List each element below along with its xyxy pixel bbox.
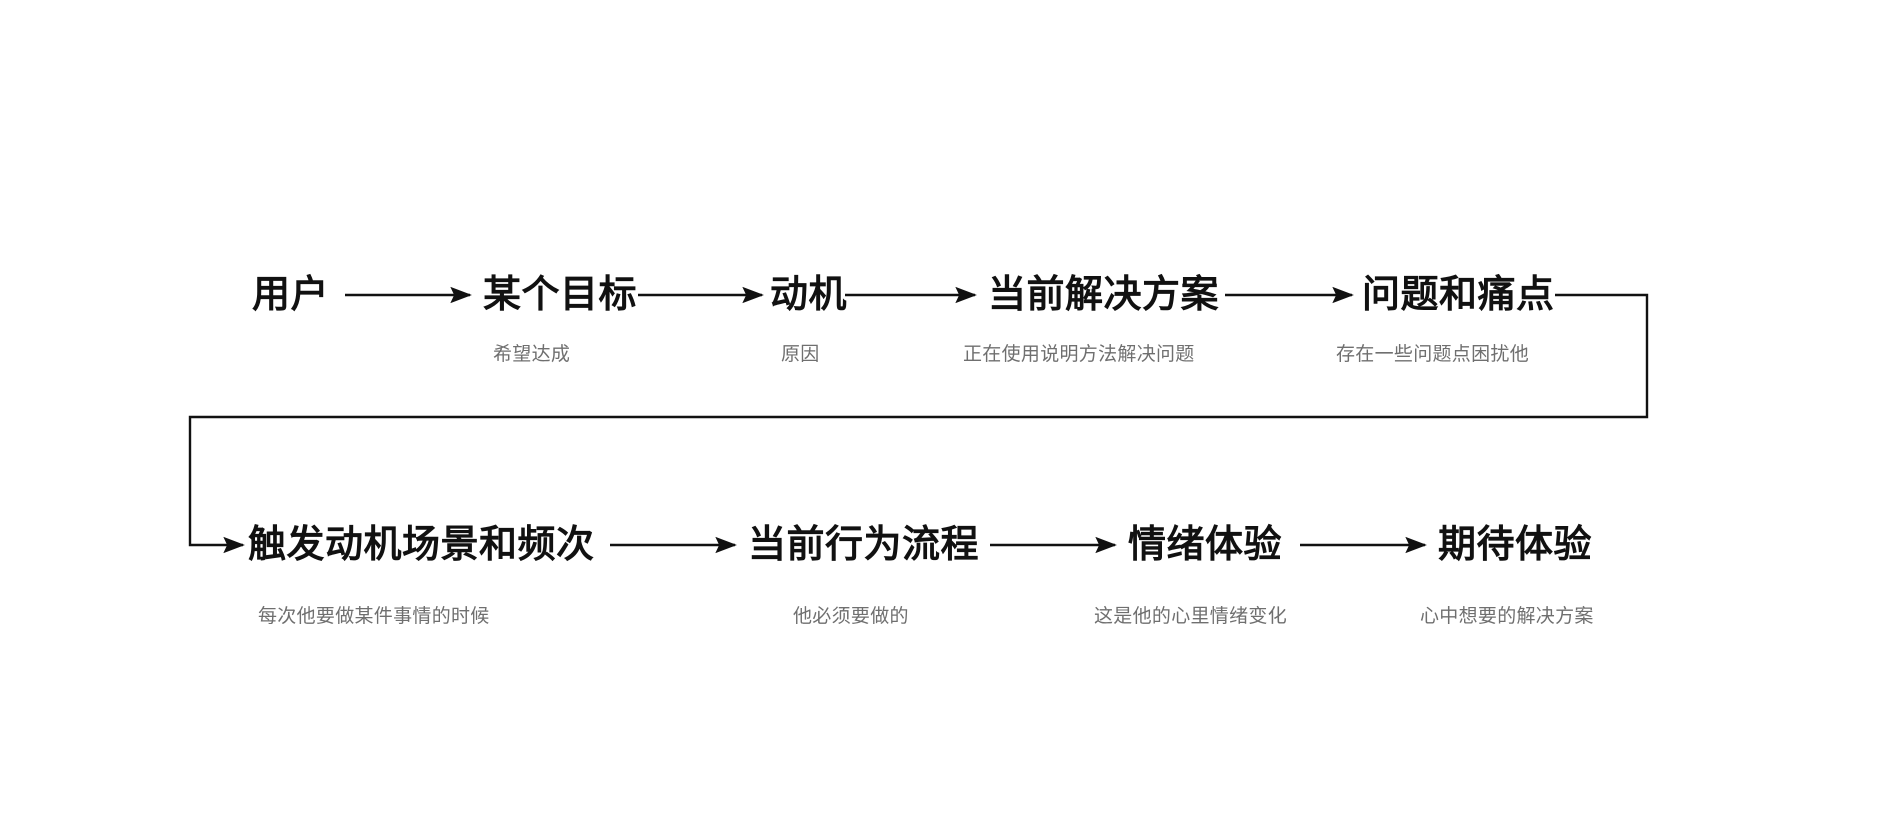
node-problems[interactable]: 问题和痛点	[1362, 276, 1555, 314]
node-emotion[interactable]: 情绪体验	[1128, 526, 1282, 564]
node-problems-subtitle: 存在一些问题点困扰他	[1336, 344, 1530, 365]
node-motivation[interactable]: 动机	[770, 276, 847, 314]
node-user-label: 用户	[252, 274, 330, 316]
node-expectation[interactable]: 期待体验	[1438, 526, 1592, 564]
node-current-flow-label: 当前行为流程	[748, 524, 980, 566]
node-trigger-scene[interactable]: 触发动机场景和频次	[248, 526, 595, 564]
node-goal[interactable]: 某个目标	[483, 276, 637, 314]
node-expectation-subtitle: 心中想要的解决方案	[1420, 606, 1594, 627]
node-current-solution-subtitle: 正在使用说明方法解决问题	[963, 344, 1195, 365]
node-emotion-label: 情绪体验	[1128, 524, 1283, 566]
node-goal-subtitle: 希望达成	[493, 344, 571, 365]
node-user[interactable]: 用户	[252, 276, 329, 314]
wrap-problems-to-trigger	[188, 293, 1649, 554]
node-current-solution[interactable]: 当前解决方案	[988, 276, 1219, 314]
node-trigger-scene-subtitle: 每次他要做某件事情的时候	[258, 606, 490, 627]
node-trigger-scene-label: 触发动机场景和频次	[248, 524, 595, 566]
node-emotion-subtitle: 这是他的心里情绪变化	[1094, 606, 1288, 627]
node-current-flow-subtitle: 他必须要做的	[793, 606, 909, 627]
node-goal-label: 某个目标	[483, 274, 638, 316]
node-current-solution-label: 当前解决方案	[988, 274, 1220, 316]
node-current-flow[interactable]: 当前行为流程	[748, 526, 979, 564]
node-problems-label: 问题和痛点	[1362, 274, 1555, 316]
node-motivation-label: 动机	[770, 274, 848, 316]
node-motivation-subtitle: 原因	[781, 344, 820, 365]
node-expectation-label: 期待体验	[1438, 524, 1593, 566]
